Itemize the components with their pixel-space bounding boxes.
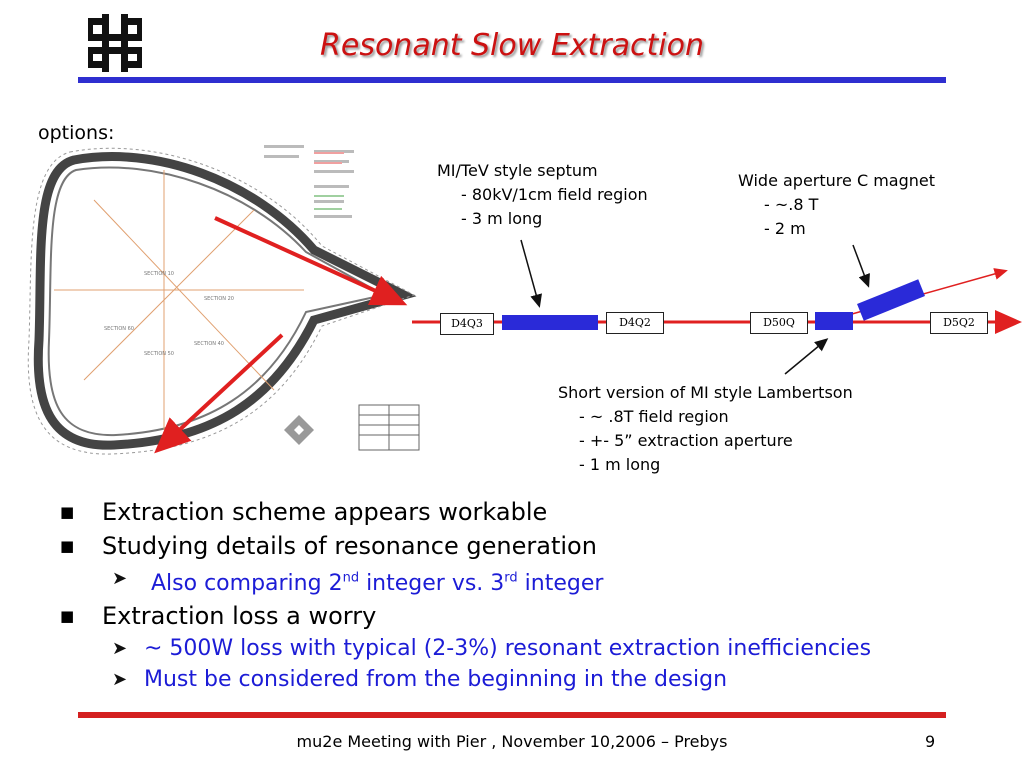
square-bullet-icon: ■ [60,607,75,626]
bullet-item: ■ Studying details of resonance generati… [60,529,980,563]
sub-bullet-text: Also comparing 2nd integer vs. 3rd integ… [144,571,603,596]
lambertson-callout-arrow [784,338,829,375]
accelerator-ring-drawing: SECTION 10 SECTION 20 SECTION 60 SECTION… [14,140,422,460]
sub-bullet-text-part: integer [517,571,604,597]
sub-bullet-item: ➤ Must be considered from the beginning … [60,664,980,695]
c-magnet-note-line: - ~.8 T [764,195,819,214]
sub-bullet-text-part: Also comparing 2 [151,571,343,597]
sub-bullet-text: Must be considered from the beginning in… [144,667,728,693]
options-label: options: [38,122,115,144]
element-d4q2: D4Q2 [606,312,664,334]
septum-note-line: - 3 m long [461,209,543,228]
page-number: 9 [925,732,936,751]
c-magnet-note: Wide aperture C magnet - ~.8 T - 2 m [738,169,935,241]
svg-text:SECTION 40: SECTION 40 [194,341,224,347]
lambertson-magnet [815,312,853,330]
c-magnet-note-line: - 2 m [764,219,806,238]
arrow-bullet-icon: ➤ [112,638,128,660]
fermilab-logo [88,14,142,72]
footer-text: mu2e Meeting with Pier , November 10,200… [296,732,728,751]
lambertson-note-line: - +- 5” extraction aperture [579,431,793,450]
c-magnet-callout-arrow [852,244,870,288]
slide-title: Resonant Slow Extraction [320,28,704,63]
element-d50q: D50Q [750,312,808,334]
arrow-bullet-icon: ➤ [112,568,128,589]
c-magnet [857,279,925,321]
sub-bullet-item: ➤ ~ 500W loss with typical (2-3%) resona… [60,633,980,664]
sub-bullet-text: ~ 500W loss with typical (2-3%) resonant… [144,636,872,662]
septum-note-line: - 80kV/1cm field region [461,185,648,204]
lambertson-note-title: Short version of MI style Lambertson [558,383,853,402]
sub-bullet-text-part: integer vs. 3 [359,571,505,597]
septum-callout-arrow [520,239,542,308]
element-d4q3: D4Q3 [440,313,494,335]
lambertson-note-line: - 1 m long [579,455,661,474]
bullet-text: Extraction loss a worry [102,602,377,631]
svg-text:SECTION 20: SECTION 20 [204,296,234,302]
sub-bullet-item: ➤ Also comparing 2nd integer vs. 3rd int… [60,563,980,599]
c-magnet-note-title: Wide aperture C magnet [738,171,936,190]
lambertson-note: Short version of MI style Lambertson - ~… [558,381,853,477]
lambertson-note-line: - ~ .8T field region [579,407,729,426]
bullet-text: Studying details of resonance generation [102,532,597,560]
svg-text:SECTION 50: SECTION 50 [144,351,174,357]
septum-note: MI/TeV style septum - 80kV/1cm field reg… [437,159,648,231]
top-divider [78,77,946,83]
superscript: nd [342,571,360,586]
bullet-list: ■ Extraction scheme appears workable ■ S… [60,495,980,695]
bullet-text: Extraction scheme appears workable [102,498,548,526]
square-bullet-icon: ■ [60,537,75,555]
arrow-bullet-icon: ➤ [112,669,128,691]
superscript: rd [504,571,518,586]
extracted-beam [851,268,1008,315]
bottom-divider [78,712,946,718]
bullet-item: ■ Extraction loss a worry [60,599,980,633]
bullet-item: ■ Extraction scheme appears workable [60,495,980,529]
septum-note-title: MI/TeV style septum [437,161,598,180]
svg-text:SECTION 60: SECTION 60 [104,326,134,332]
svg-text:SECTION 10: SECTION 10 [144,271,174,277]
square-bullet-icon: ■ [60,503,75,521]
septum-magnet [502,315,598,330]
element-d5q2: D5Q2 [930,312,988,334]
